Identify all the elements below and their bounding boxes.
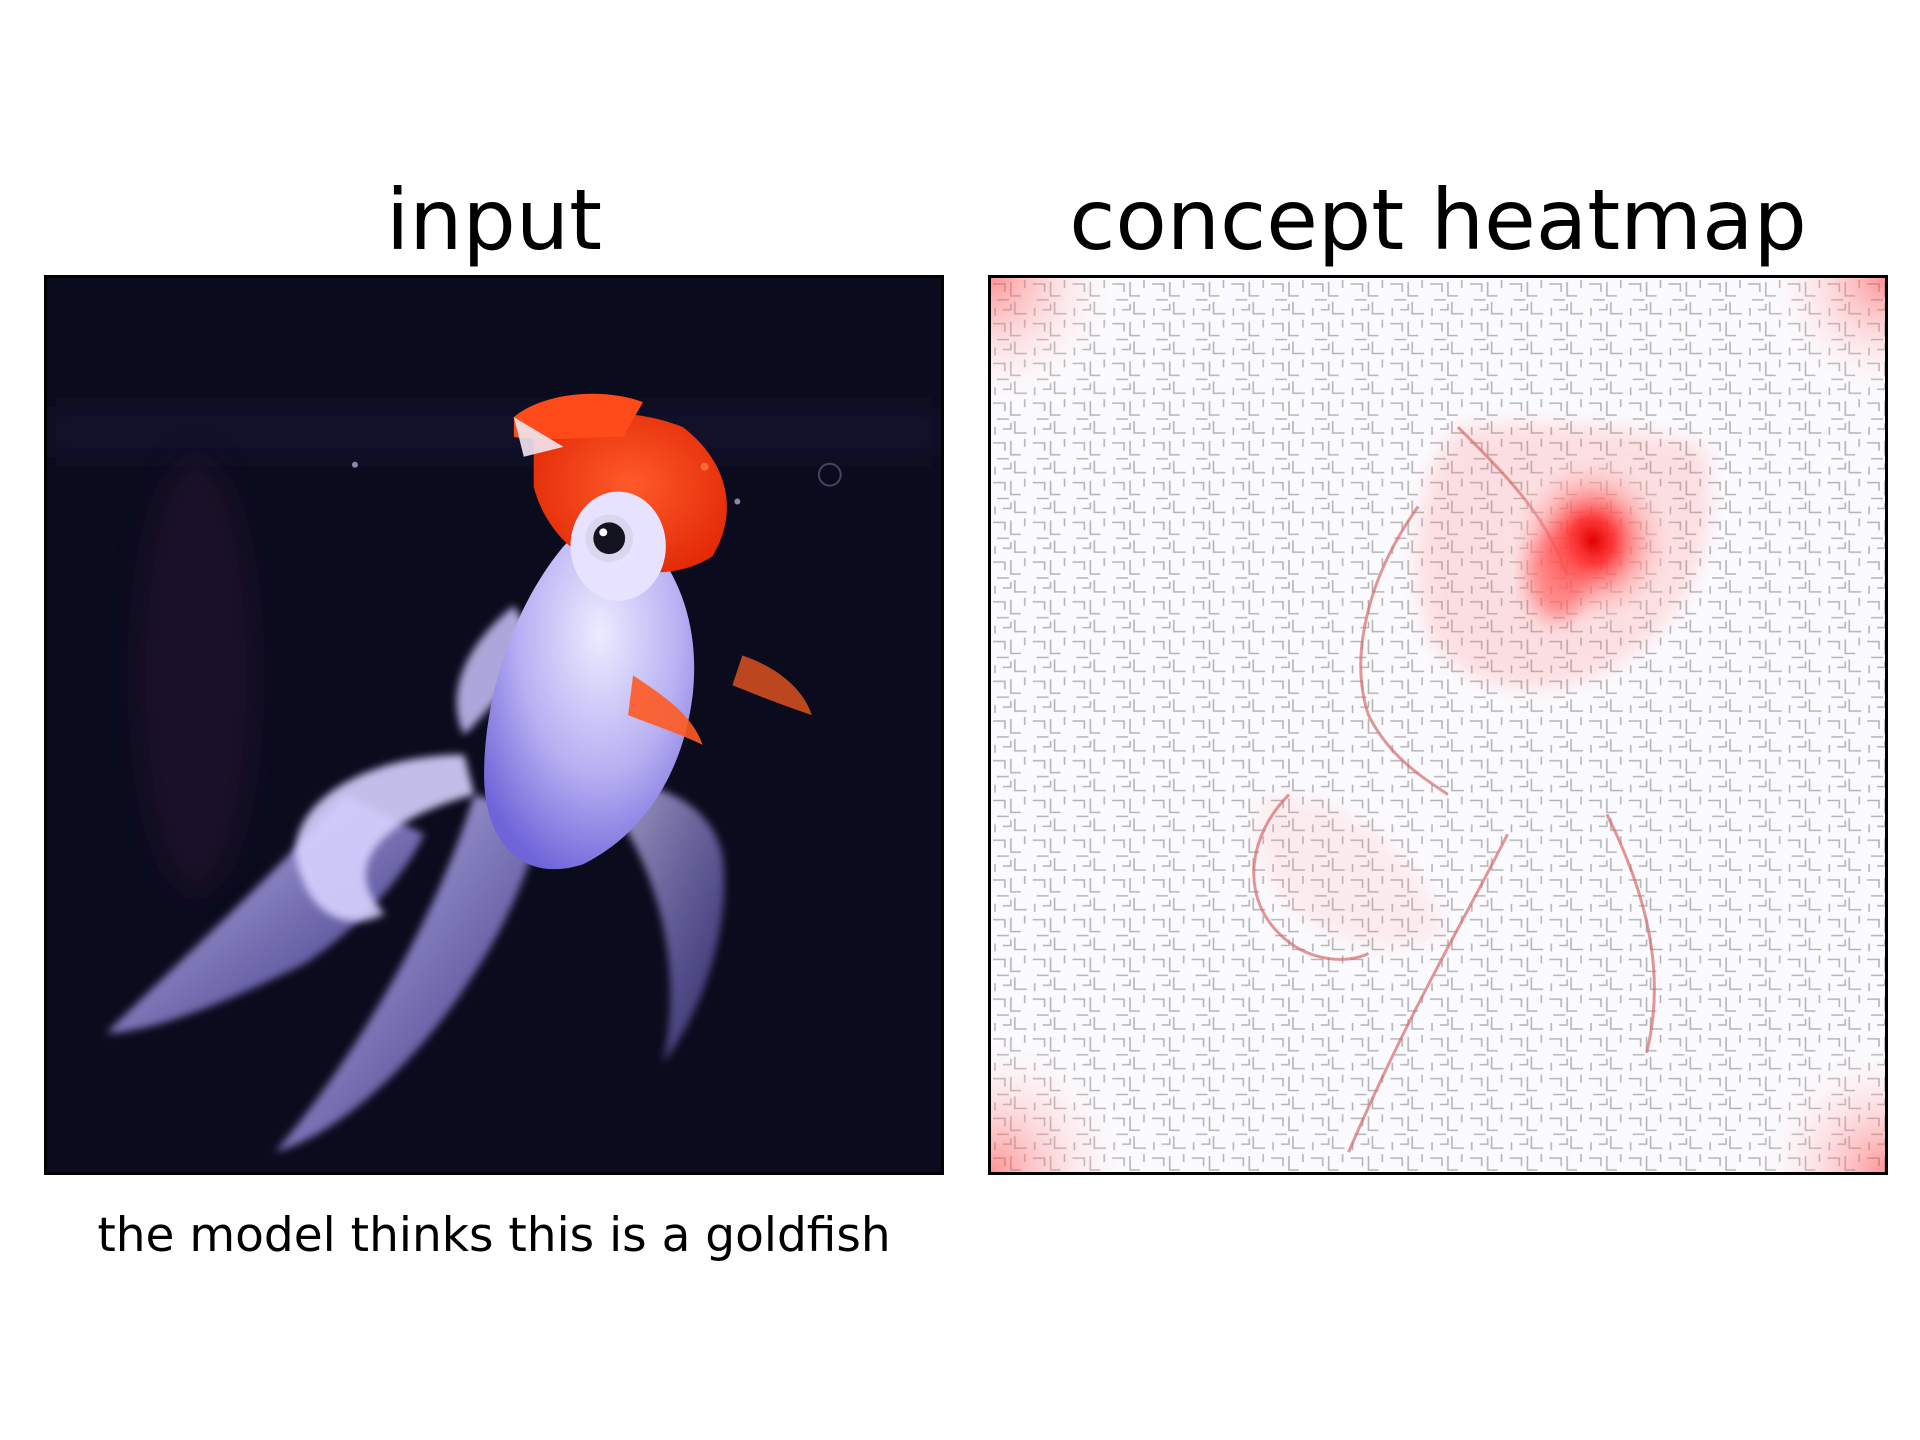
heatmap-image [988,275,1888,1175]
concept-heatmap [991,278,1885,1172]
input-image [44,275,944,1175]
heatmap-title: concept heatmap [1069,171,1807,269]
input-title: input [385,171,603,269]
prediction-caption: the model thinks this is a goldfish [97,1208,891,1263]
goldfish-photo [47,278,941,1172]
